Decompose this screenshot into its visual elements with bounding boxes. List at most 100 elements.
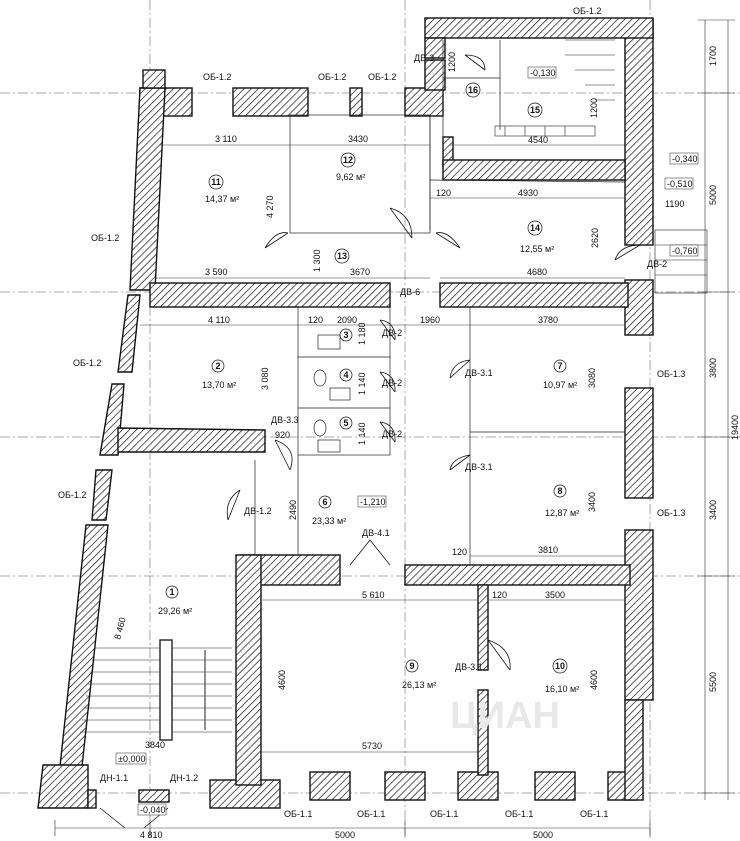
room-labels: 1 29,26 м² 2 13,70 м² 3 4 5 6 23,33 м² 7… xyxy=(158,82,579,694)
room-4-number: 4 xyxy=(343,370,348,380)
level-mark-1: -0,130 xyxy=(530,68,556,78)
dim-5610: 5 610 xyxy=(362,590,385,600)
level-mark-7: -0,040 xyxy=(140,805,166,815)
dim-3080-a: 3 080 xyxy=(260,367,270,390)
dim-2620: 2620 xyxy=(590,228,600,248)
window-tag-11: ОБ-1.1 xyxy=(430,809,458,819)
room-14-area: 12,55 м² xyxy=(520,244,554,254)
sanitary-fixtures xyxy=(313,334,351,453)
door-tag-dv2-b: ДВ-2 xyxy=(382,378,402,388)
room-10-area: 16,10 м² xyxy=(545,684,579,694)
dim-3080-b: 3080 xyxy=(587,368,597,388)
watermark: ЦИАН xyxy=(450,695,560,737)
dim-120-b: 120 xyxy=(308,315,323,325)
dim-4110: 4 110 xyxy=(208,315,230,325)
room-3-number: 3 xyxy=(343,330,348,340)
dim-4540: 4540 xyxy=(528,135,548,145)
door-tags: ДВ-3 ДВ-6 ДВ-2 ДВ-2 ДВ-2 ДВ-2 ДВ-3.1 ДВ-… xyxy=(100,53,667,783)
door-tag-dv12: ДВ-1.2 xyxy=(244,506,272,516)
interior-walls xyxy=(117,282,631,786)
bottom-dimension-chain: 4 810 5000 5000 xyxy=(54,820,651,840)
door-tag-dv33: ДВ-3.3 xyxy=(271,415,299,425)
dim-5730: 5730 xyxy=(362,741,382,751)
dim-120-d: 120 xyxy=(492,590,507,600)
window-tag-8: ОБ-1.3 xyxy=(657,508,685,518)
level-marks: -0,130 -0,340 -0,510 -0,760 -1,210 ±0,00… xyxy=(115,66,699,816)
dim-920: 920 xyxy=(275,430,290,440)
dim-5000-a: 5000 xyxy=(335,830,355,840)
dim-3780: 3780 xyxy=(538,315,558,325)
level-mark-4: -0,760 xyxy=(672,246,698,256)
room-8-area: 12,87 м² xyxy=(545,508,579,518)
window-tag-7: ОБ-1.3 xyxy=(657,369,685,379)
window-tag-top: ОБ-1.2 xyxy=(573,6,601,16)
room-6-area: 23,33 м² xyxy=(312,516,346,526)
dim-4810: 4 810 xyxy=(140,830,163,840)
room-8-number: 8 xyxy=(557,486,562,496)
door-tag-dn11: ДН-1.1 xyxy=(100,773,128,783)
door-swings xyxy=(99,54,641,829)
door-tag-dv31-b: ДВ-3.1 xyxy=(465,462,493,472)
window-tag-13: ОБ-1.1 xyxy=(580,809,608,819)
door-tag-dv31-c: ДВ-3.1 xyxy=(455,662,483,672)
dim-1960: 1960 xyxy=(420,315,440,325)
dim-1140-a: 1 140 xyxy=(357,372,367,395)
room-13-number: 13 xyxy=(337,251,347,261)
window-tag-3: ОБ-1.2 xyxy=(368,72,396,82)
door-tag-dv2-exterior: ДВ-2 xyxy=(647,259,667,269)
level-mark-2: -0,340 xyxy=(672,154,698,164)
level-mark-6: ±0,000 xyxy=(118,754,145,764)
window-tag-5: ОБ-1.2 xyxy=(73,358,101,368)
internal-dimensions: 3 110 3430 4 270 3 590 3670 1 300 120 49… xyxy=(112,52,684,753)
exterior-walls xyxy=(37,17,654,809)
dim-4270: 4 270 xyxy=(265,195,275,218)
door-tag-dv31-a: ДВ-3.1 xyxy=(465,368,493,378)
door-tag-dv2-c: ДВ-2 xyxy=(382,429,402,439)
dim-5000-right: 5000 xyxy=(708,185,718,205)
staircase xyxy=(80,639,232,741)
room-11-number: 11 xyxy=(211,177,221,187)
dim-3430: 3430 xyxy=(348,134,368,144)
dim-3670: 3670 xyxy=(350,267,370,277)
door-tag-dv41: ДВ-4.1 xyxy=(362,528,390,538)
dim-5500: 5500 xyxy=(708,672,718,692)
room-5-number: 5 xyxy=(343,418,348,428)
window-tag-9: ОБ-1.1 xyxy=(284,809,312,819)
dim-3400-right: 3400 xyxy=(708,500,718,520)
dim-3800: 3800 xyxy=(708,358,718,378)
window-tag-1: ОБ-1.2 xyxy=(203,72,231,82)
window-tags: ОБ-1.2 ОБ-1.2 ОБ-1.2 ОБ-1.2 ОБ-1.2 ОБ-1.… xyxy=(58,6,685,819)
window-tag-12: ОБ-1.1 xyxy=(505,809,533,819)
dim-3110: 3 110 xyxy=(215,134,237,144)
room-10-number: 10 xyxy=(555,661,565,671)
room-6-number: 6 xyxy=(322,497,327,507)
room-12-number: 12 xyxy=(343,155,353,165)
dim-3840: 3840 xyxy=(145,740,165,750)
room-2-area: 13,70 м² xyxy=(202,380,236,390)
room-7-area: 10,97 м² xyxy=(543,380,577,390)
dim-4680: 4680 xyxy=(527,267,547,277)
room-9-area: 26,13 м² xyxy=(402,680,436,690)
dim-1180: 1 180 xyxy=(357,322,367,345)
dim-120-c: 120 xyxy=(452,547,467,557)
level-mark-3: -0,510 xyxy=(667,179,693,189)
window-tag-10: ОБ-1.1 xyxy=(357,809,385,819)
door-tag-dv6: ДВ-6 xyxy=(400,287,420,297)
room-7-number: 7 xyxy=(557,361,562,371)
level-mark-5: -1,210 xyxy=(360,497,386,507)
room-16-number: 16 xyxy=(468,85,478,95)
door-tag-dv3: ДВ-3 xyxy=(414,53,434,63)
dim-4930: 4930 xyxy=(518,188,538,198)
room-2-number: 2 xyxy=(215,361,220,371)
dim-120-a: 120 xyxy=(436,188,451,198)
room-1-number: 1 xyxy=(169,587,174,597)
room-12-area: 9,62 м² xyxy=(336,172,365,182)
dim-1200-a: 1200 xyxy=(447,52,457,72)
right-dimension-chain: 1700 5000 3800 3400 5500 19400 xyxy=(698,19,740,800)
dim-1190: 1190 xyxy=(665,199,684,209)
staircase-top xyxy=(494,39,615,137)
room-14-number: 14 xyxy=(530,223,540,233)
dim-1700: 1700 xyxy=(708,46,718,66)
window-tag-4: ОБ-1.2 xyxy=(91,233,119,243)
